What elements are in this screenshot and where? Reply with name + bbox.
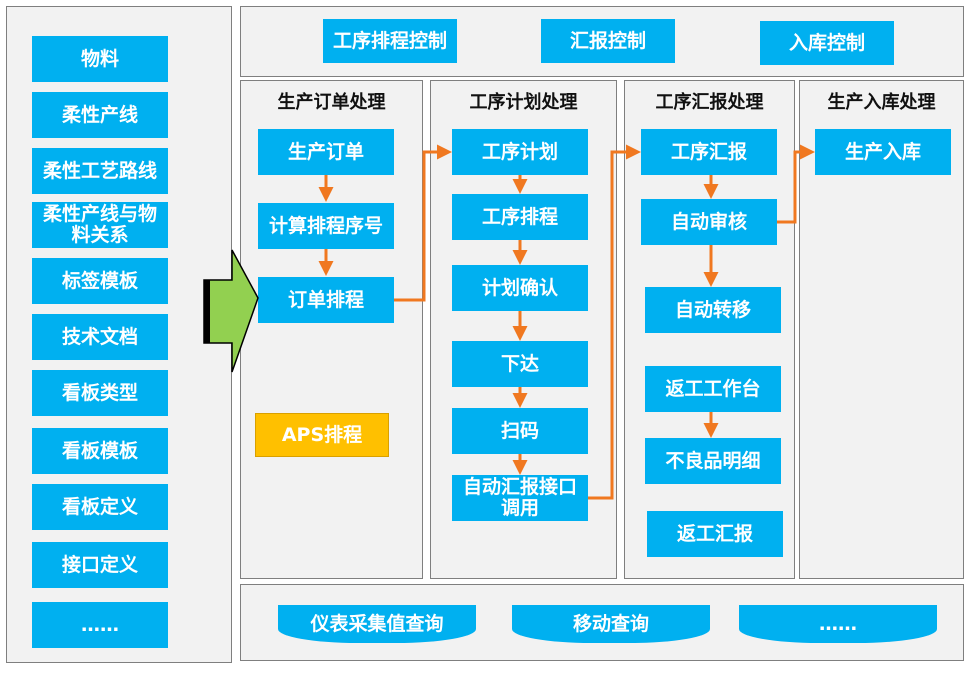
menu-item-flexible-line[interactable]: 柔性产线 — [32, 92, 168, 138]
report-control-button[interactable]: 汇报控制 — [541, 19, 675, 63]
scan-box[interactable]: 扫码 — [452, 408, 588, 454]
menu-item-line-material-relation[interactable]: 柔性产线与物料关系 — [32, 202, 168, 248]
mobile-query-box[interactable]: 移动查询 — [512, 605, 710, 643]
order-column-title: 生产订单处理 — [277, 92, 386, 113]
aps-scheduling-box[interactable]: APS排程 — [255, 413, 389, 457]
plan-column-title: 工序计划处理 — [469, 92, 578, 113]
plan-confirm-box[interactable]: 计划确认 — [452, 265, 588, 311]
auto-report-interface-box[interactable]: 自动汇报接口调用 — [452, 475, 588, 521]
big-flow-arrow-bar — [204, 280, 210, 343]
menu-item-label-template[interactable]: 标签模板 — [32, 258, 168, 304]
big-flow-arrow — [203, 249, 259, 373]
production-storage-box[interactable]: 生产入库 — [815, 129, 951, 175]
menu-item-kanban-type[interactable]: 看板类型 — [32, 370, 168, 416]
defect-detail-box[interactable]: 不良品明细 — [645, 438, 781, 484]
storage-column-title: 生产入库处理 — [827, 92, 936, 113]
more-queries-box[interactable]: …… — [739, 605, 937, 643]
menu-item-flexible-route[interactable]: 柔性工艺路线 — [32, 148, 168, 194]
process-report-box[interactable]: 工序汇报 — [641, 129, 777, 175]
menu-item-more[interactable]: …… — [32, 602, 168, 648]
menu-item-tech-docs[interactable]: 技术文档 — [32, 314, 168, 360]
rework-report-box[interactable]: 返工汇报 — [647, 511, 783, 557]
storage-control-button[interactable]: 入库控制 — [760, 21, 894, 65]
process-plan-box[interactable]: 工序计划 — [452, 129, 588, 175]
report-column-title: 工序汇报处理 — [655, 92, 764, 113]
menu-item-material[interactable]: 物料 — [32, 36, 168, 82]
menu-item-kanban-template[interactable]: 看板模板 — [32, 428, 168, 474]
arrow-plan-to-report — [588, 144, 641, 500]
menu-item-kanban-definition[interactable]: 看板定义 — [32, 484, 168, 530]
rework-workbench-box[interactable]: 返工工作台 — [645, 366, 781, 412]
arrow-report-to-storage — [777, 144, 815, 224]
issue-box[interactable]: 下达 — [452, 341, 588, 387]
process-scheduling-box[interactable]: 工序排程 — [452, 194, 588, 240]
menu-item-interface-definition[interactable]: 接口定义 — [32, 542, 168, 588]
production-order-box[interactable]: 生产订单 — [258, 129, 394, 175]
auto-transfer-box[interactable]: 自动转移 — [645, 287, 781, 333]
order-scheduling-box[interactable]: 订单排程 — [258, 277, 394, 323]
arrow-order-to-plan — [394, 144, 452, 302]
process-scheduling-control-button[interactable]: 工序排程控制 — [323, 19, 457, 63]
meter-value-query-box[interactable]: 仪表采集值查询 — [278, 605, 476, 643]
auto-review-box[interactable]: 自动审核 — [641, 199, 777, 245]
calc-schedule-number-box[interactable]: 计算排程序号 — [258, 203, 394, 249]
